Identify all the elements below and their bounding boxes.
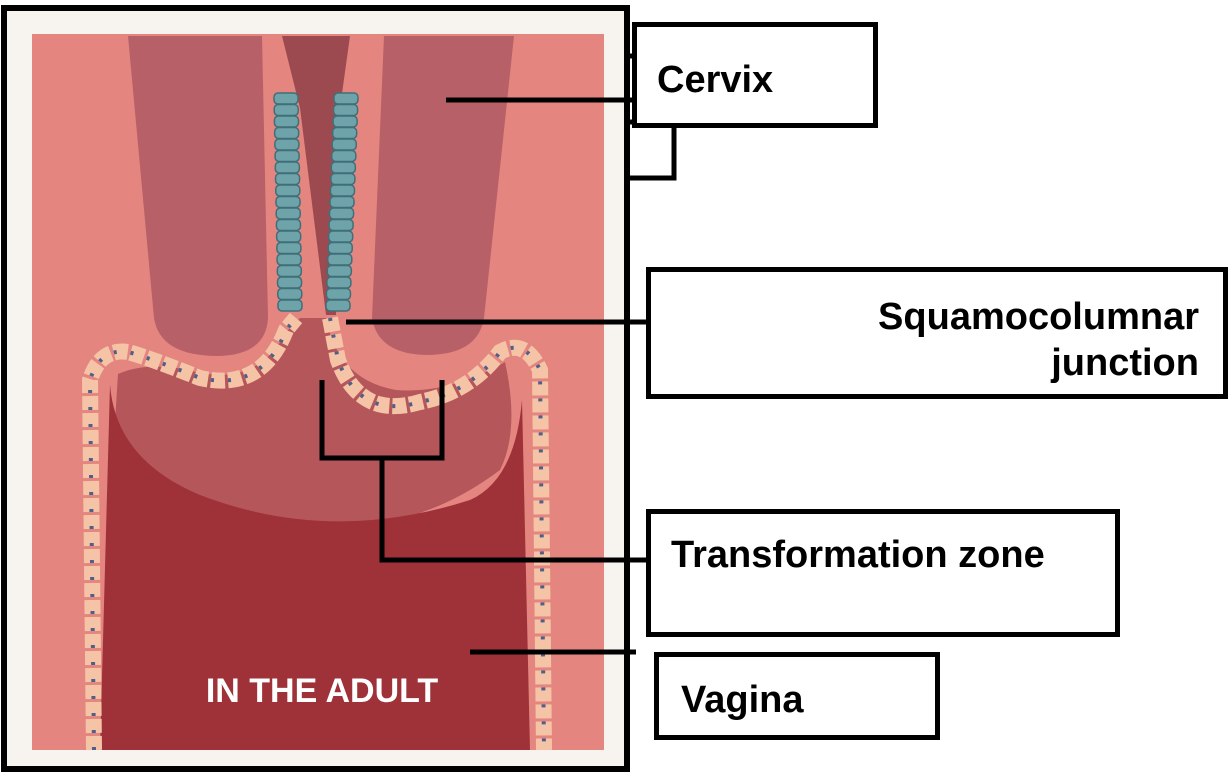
illustration-caption: IN THE ADULT bbox=[206, 672, 439, 710]
columnar-cell bbox=[276, 220, 300, 231]
cervix-label-box: Cervix bbox=[632, 22, 878, 128]
vagina-label-box: Vagina bbox=[654, 652, 940, 740]
columnar-cell bbox=[329, 220, 353, 231]
columnar-cell bbox=[275, 128, 299, 139]
squamocolumnar-label-line1: Squamocolumnar bbox=[651, 294, 1199, 340]
columnar-cell bbox=[276, 208, 300, 219]
columnar-cell bbox=[275, 151, 299, 162]
columnar-cell bbox=[274, 116, 298, 127]
columnar-cell bbox=[278, 300, 302, 311]
columnar-cell bbox=[334, 105, 358, 116]
columnar-cell bbox=[328, 254, 352, 265]
columnar-cell bbox=[278, 277, 302, 288]
columnar-cell bbox=[277, 266, 301, 277]
columnar-cell bbox=[275, 162, 299, 173]
columnar-cell bbox=[276, 197, 300, 208]
columnar-cell bbox=[278, 289, 302, 300]
columnar-cell bbox=[276, 185, 300, 196]
columnar-cell bbox=[326, 300, 350, 311]
columnar-cell bbox=[275, 139, 299, 150]
columnar-cell bbox=[277, 231, 301, 242]
columnar-cell bbox=[331, 162, 355, 173]
columnar-cell bbox=[332, 151, 356, 162]
columnar-cell bbox=[330, 185, 354, 196]
cervix-label: Cervix bbox=[657, 59, 773, 101]
columnar-cell bbox=[277, 254, 301, 265]
columnar-cell bbox=[326, 289, 350, 300]
columnar-cell bbox=[277, 243, 301, 254]
columnar-cell bbox=[327, 266, 351, 277]
columnar-cell bbox=[333, 116, 357, 127]
columnar-cell bbox=[331, 174, 355, 185]
transformation-zone-label: Transformation zone bbox=[671, 534, 1045, 576]
columnar-cell bbox=[327, 277, 351, 288]
columnar-cell bbox=[328, 243, 352, 254]
columnar-cell bbox=[276, 174, 300, 185]
vagina-label: Vagina bbox=[681, 679, 804, 721]
columnar-cell bbox=[332, 139, 356, 150]
transformation-zone-label-box: Transformation zone bbox=[646, 509, 1120, 637]
columnar-cell bbox=[329, 231, 353, 242]
columnar-cell bbox=[334, 93, 358, 104]
columnar-cell bbox=[330, 197, 354, 208]
squamocolumnar-label-box: Squamocolumnar junction bbox=[646, 267, 1228, 399]
columnar-cell bbox=[274, 93, 298, 104]
cervix-lower-bracket bbox=[627, 126, 674, 178]
squamocolumnar-label-line2: junction bbox=[651, 340, 1199, 386]
columnar-cell bbox=[330, 208, 354, 219]
columnar-cell bbox=[274, 105, 298, 116]
columnar-cell bbox=[333, 128, 357, 139]
